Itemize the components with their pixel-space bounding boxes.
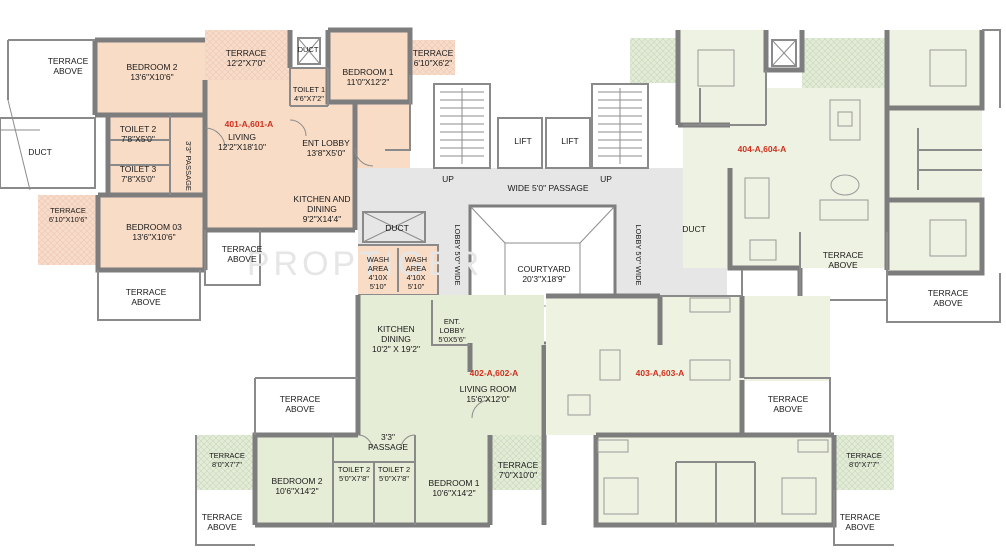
unit-label-403: 403-A,603-A [636, 368, 685, 378]
lift-label: LIFT [514, 136, 531, 146]
unit-401 [38, 27, 455, 296]
staircase-left [433, 83, 491, 169]
lift-right [545, 117, 591, 169]
unit-404 [630, 30, 985, 300]
unit-label-401: 401-A,601-A [225, 119, 274, 129]
duct-label: DUCT [28, 147, 52, 157]
passage-label: 3'3"PASSAGE [368, 432, 408, 452]
unit-402 [195, 295, 547, 528]
staircase-right [591, 83, 649, 169]
terraces-left [0, 39, 261, 321]
passage-label: WIDE 5'0" PASSAGE [507, 183, 588, 193]
bed-icon [929, 219, 967, 257]
duct-label: DUCT [298, 45, 319, 54]
lobby-label-left: LOBBY 5'0" WIDE [453, 224, 462, 285]
up-label: UP [442, 174, 454, 184]
coffee-table-icon [829, 99, 861, 141]
bed-icon [929, 49, 967, 87]
lobby-label-right: LOBBY 5'0" WIDE [634, 224, 643, 285]
dining-table-icon [744, 177, 770, 219]
bed-icon [781, 477, 817, 515]
sofa-icon [819, 199, 869, 221]
passage-label-401: 3'3" PASSAGE [184, 141, 193, 191]
unit-label-402: 402-A,602-A [470, 368, 519, 378]
dining-table-icon [689, 359, 731, 381]
unit-label-404: 404-A,604-A [738, 144, 787, 154]
lift-left [497, 117, 543, 169]
unit-403 [546, 270, 894, 528]
bed-icon [603, 477, 639, 515]
duct-label: DUCT [682, 224, 706, 234]
bed-icon [697, 49, 735, 87]
sofa-icon [567, 394, 591, 416]
lift-label: LIFT [561, 136, 578, 146]
terraces-right [799, 29, 1001, 323]
watermark: PROPTIGER [247, 245, 483, 283]
wide-passage [358, 168, 730, 206]
kitchen-counter-icon [689, 297, 731, 313]
duct-label: DUCT [385, 223, 409, 233]
up-label: UP [600, 174, 612, 184]
terraces-bottom [195, 377, 894, 546]
